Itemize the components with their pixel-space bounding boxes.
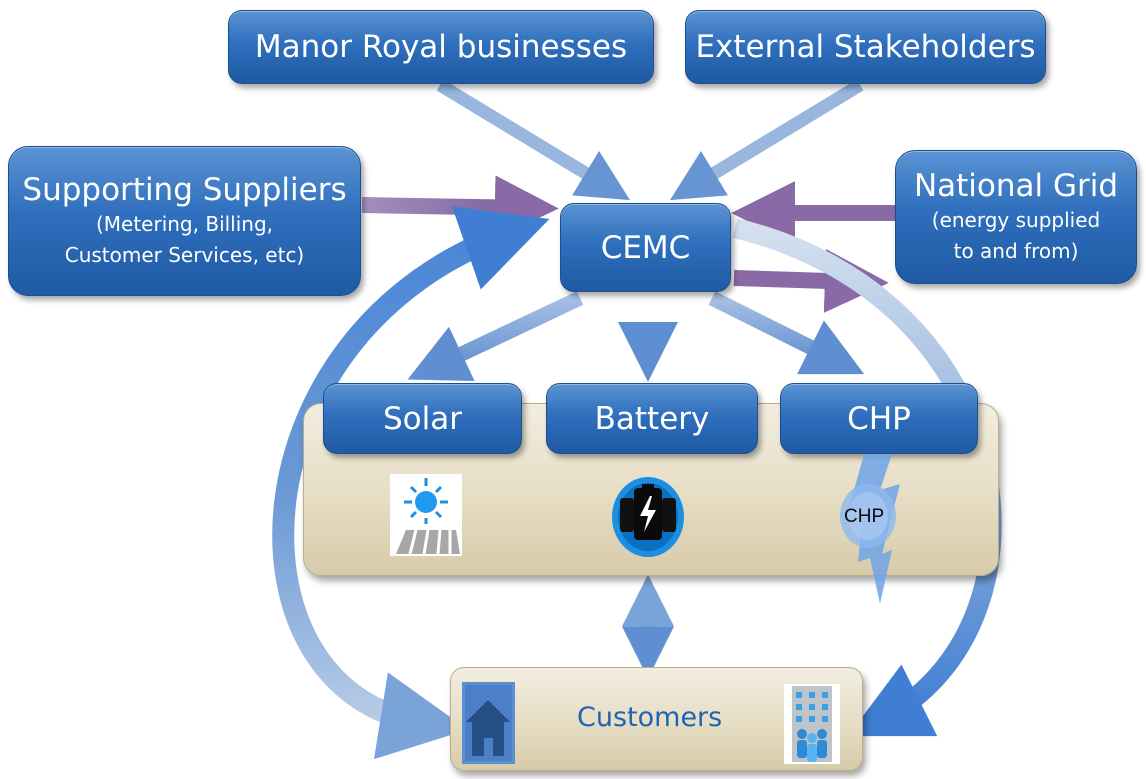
cemc-title: CEMC	[600, 229, 691, 266]
arrow-loop-left	[272, 206, 550, 760]
chp-icon-label: CHP	[844, 506, 885, 527]
battery-icon	[610, 474, 686, 560]
solar-title: Solar	[383, 400, 462, 437]
house-icon	[462, 682, 515, 764]
arrow-external-to-cemc	[669, 79, 864, 201]
customers-title: Customers	[577, 702, 723, 733]
manor-royal-box: Manor Royal businesses	[228, 10, 654, 84]
arrow-suppliers-to-cemc	[361, 175, 559, 240]
battery-box: Battery	[546, 383, 758, 454]
battery-title: Battery	[594, 400, 710, 437]
supporting-suppliers-line2: Customer Services, etc)	[64, 243, 305, 267]
solar-panel-icon	[390, 474, 462, 556]
chp-lightning-icon: CHP	[834, 454, 914, 606]
national-grid-line2: to and from)	[953, 239, 1079, 263]
national-grid-line1: (energy supplied	[931, 208, 1101, 232]
national-grid-title: National Grid	[913, 168, 1119, 204]
chp-title: CHP	[847, 400, 911, 437]
external-stakeholders-title: External Stakeholders	[695, 29, 1036, 65]
supporting-suppliers-line1: (Metering, Billing,	[95, 212, 274, 236]
office-building-icon	[784, 684, 840, 764]
arrow-manor-to-cemc	[436, 79, 631, 201]
chp-box: CHP	[780, 383, 978, 454]
arrow-cemc-to-chp	[708, 291, 865, 375]
solar-box: Solar	[323, 383, 522, 454]
supporting-suppliers-box: Supporting Suppliers (Metering, Billing,…	[8, 146, 361, 296]
arrow-cemc-to-solar	[407, 291, 584, 382]
supporting-suppliers-title: Supporting Suppliers	[22, 172, 347, 208]
arrow-cemc-to-grid	[733, 248, 889, 313]
national-grid-box: National Grid (energy supplied to and fr…	[895, 150, 1137, 284]
cemc-box: CEMC	[560, 203, 731, 292]
manor-royal-title: Manor Royal businesses	[254, 29, 628, 65]
external-stakeholders-box: External Stakeholders	[685, 10, 1046, 84]
